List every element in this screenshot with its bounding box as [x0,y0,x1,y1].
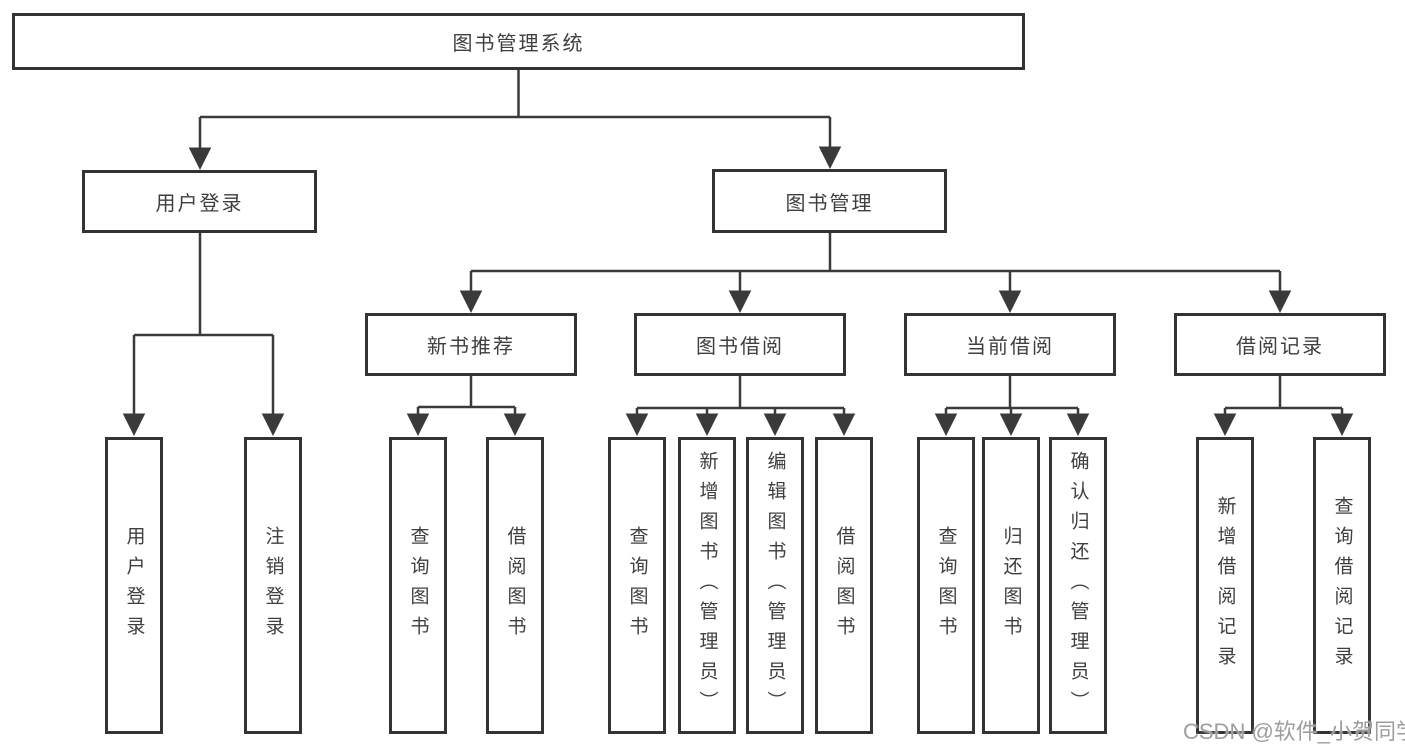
node-library-management-system: 图书管理系统 [12,13,1025,70]
leaf-return-books: 归还图书 [982,437,1040,734]
leaf-label: 编辑图书（管理员） [764,450,786,721]
leaf-confirm-return-admin: 确认归还（管理员） [1049,437,1107,734]
node-borrow-records: 借阅记录 [1174,313,1386,376]
leaf-label: 查询图书 [407,525,429,646]
node-book-borrow: 图书借阅 [634,313,846,376]
leaf-label: 查询借阅记录 [1331,495,1353,676]
leaf-label: 用户登录 [123,525,145,646]
leaf-logout: 注销登录 [244,437,302,734]
leaf-add-books-admin: 新增图书（管理员） [678,437,736,734]
leaf-borrow-books-recommend: 借阅图书 [486,437,544,734]
leaf-label: 查询图书 [935,525,957,646]
node-current-borrow: 当前借阅 [904,313,1116,376]
leaf-label: 注销登录 [262,525,284,646]
node-book-management: 图书管理 [712,169,947,233]
leaf-borrow-books: 借阅图书 [815,437,873,734]
leaf-label: 归还图书 [1000,525,1022,646]
leaf-user-login: 用户登录 [105,437,163,734]
node-user-login: 用户登录 [82,170,317,233]
leaf-query-borrow-record: 查询借阅记录 [1313,437,1371,734]
leaf-edit-books-admin: 编辑图书（管理员） [746,437,804,734]
leaf-label: 确认归还（管理员） [1067,450,1089,721]
leaf-label: 新增图书（管理员） [696,450,718,721]
leaf-query-books-recommend: 查询图书 [389,437,447,734]
leaf-query-books-borrow: 查询图书 [608,437,666,734]
leaf-query-books-current: 查询图书 [917,437,975,734]
csdn-watermark: CSDN @软件_小贺同学 [1183,719,1405,744]
leaf-label: 借阅图书 [504,525,526,646]
leaf-label: 查询图书 [626,525,648,646]
leaf-add-borrow-record: 新增借阅记录 [1196,437,1254,734]
leaf-label: 新增借阅记录 [1214,495,1236,676]
node-new-book-recommend: 新书推荐 [365,313,577,376]
leaf-label: 借阅图书 [833,525,855,646]
